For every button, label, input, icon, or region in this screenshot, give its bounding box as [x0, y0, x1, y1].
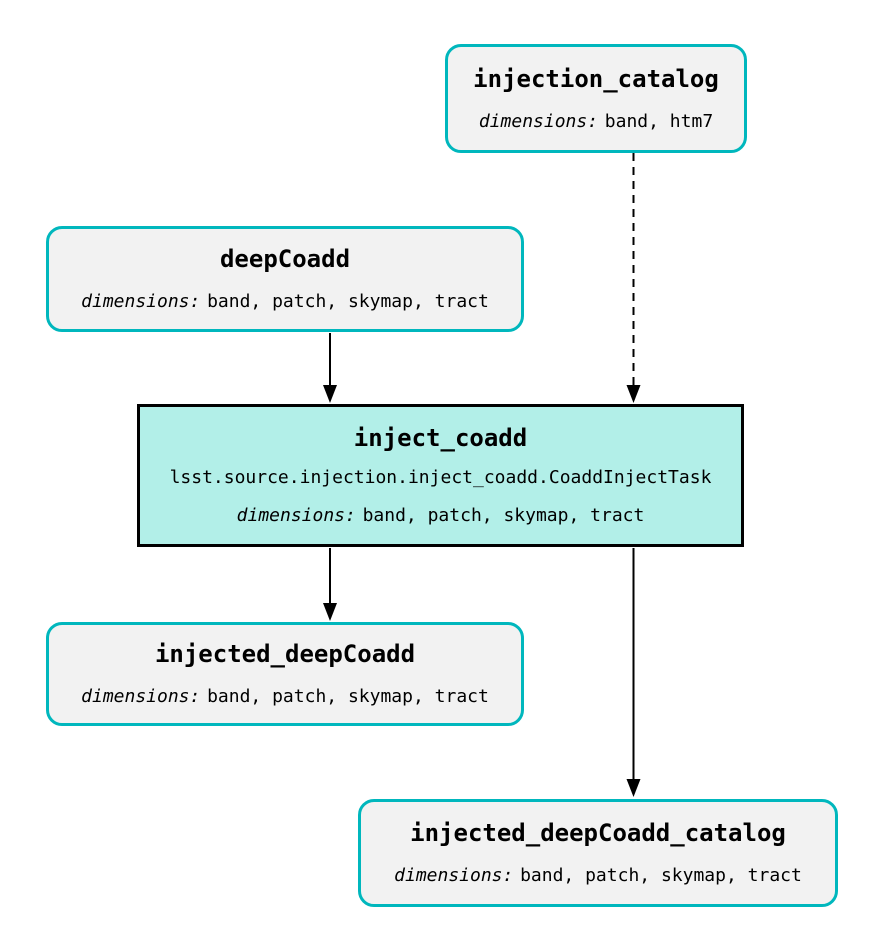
dimensions-values: band, patch, skymap, tract [520, 865, 802, 886]
dimensions-values: band, patch, skymap, tract [207, 291, 489, 312]
dimensions-values: band, htm7 [604, 110, 714, 132]
dimensions-values: band, patch, skymap, tract [207, 686, 489, 707]
node-injected-deepcoadd-dimensions: dimensions: band, patch, skymap, tract [81, 685, 489, 708]
dimensions-values: band, patch, skymap, tract [362, 505, 645, 526]
arrowhead-icon [323, 603, 337, 621]
node-injected-deepcoadd-catalog-title: injected_deepCoadd_catalog [410, 819, 786, 847]
node-deepcoadd-dimensions: dimensions: band, patch, skymap, tract [81, 290, 489, 313]
edge-inject-coadd-to-injected-deepcoadd-catalog [626, 548, 641, 797]
arrowhead-icon [626, 779, 641, 797]
node-deepcoadd: deepCoadd dimensions: band, patch, skymap… [46, 226, 524, 332]
node-injected-deepcoadd-title: injected_deepCoadd [154, 640, 416, 668]
node-injection-catalog-dimensions: dimensions:band, htm7 [479, 110, 713, 133]
edge-injection-catalog-to-inject-coadd [626, 153, 641, 403]
dimensions-label: dimensions: [478, 110, 599, 132]
dimensions-label: dimensions: [81, 686, 201, 707]
arrowhead-icon [323, 385, 337, 403]
node-injection-catalog: injection_catalog dimensions:band, htm7 [445, 44, 747, 153]
dimensions-label: dimensions: [394, 865, 514, 886]
node-injected-deepcoadd-catalog: injected_deepCoadd_catalog dimensions: ba… [358, 799, 838, 907]
node-injection-catalog-title: injection_catalog [473, 64, 719, 93]
edge-deepcoadd-to-inject-coadd [323, 333, 337, 403]
node-deepcoadd-title: deepCoadd [219, 245, 351, 273]
edge-inject-coadd-to-injected-deepcoadd [323, 548, 337, 621]
dimensions-label: dimensions: [236, 505, 356, 526]
node-injected-deepcoadd: injected_deepCoadd dimensions: band, patc… [46, 622, 524, 726]
node-inject-coadd-title: inject_coadd [353, 424, 528, 452]
arrowhead-icon [626, 385, 641, 403]
node-inject-coadd: inject_coadd lsst.source.injection.injec… [137, 404, 744, 547]
node-injected-deepcoadd-catalog-dimensions: dimensions: band, patch, skymap, tract [394, 864, 802, 887]
node-inject-coadd-dimensions: dimensions: band, patch, skymap, tract [237, 504, 645, 527]
dimensions-label: dimensions: [81, 291, 201, 312]
node-inject-coadd-task-class: lsst.source.injection.inject_coadd.Coadd… [169, 467, 712, 488]
